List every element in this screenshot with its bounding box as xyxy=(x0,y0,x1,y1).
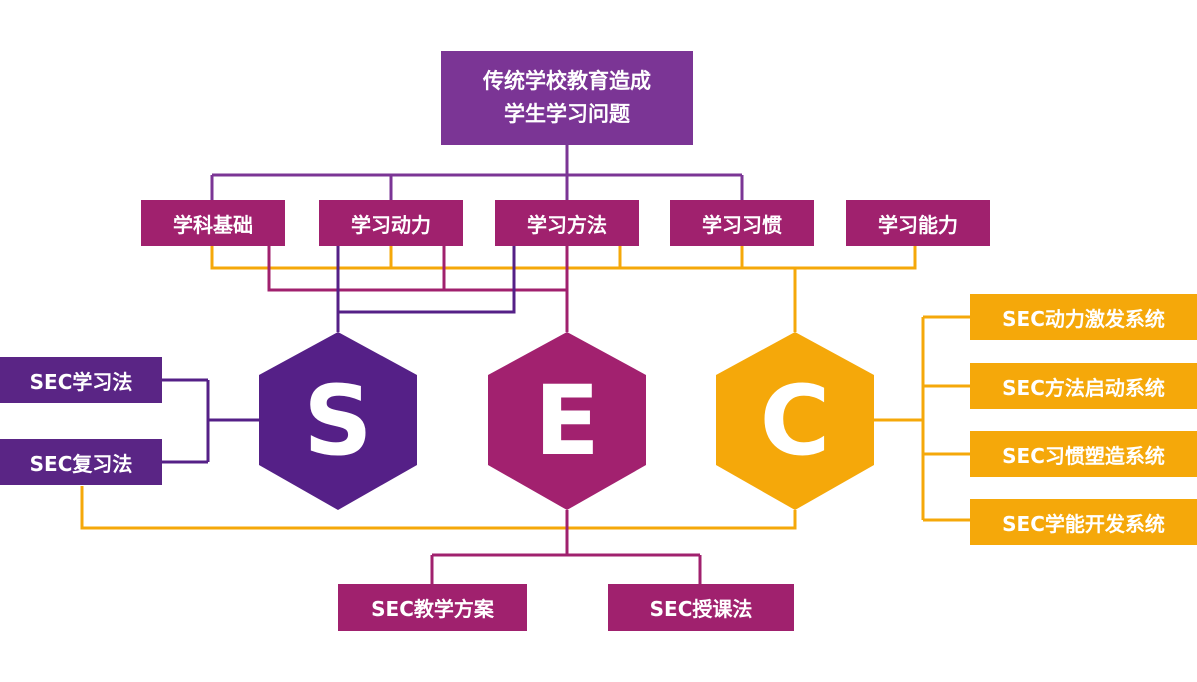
category-learning-ability: 学习能力 xyxy=(846,200,990,246)
category-subject-foundation: 学科基础 xyxy=(141,200,285,246)
magenta-connectors xyxy=(267,246,702,584)
root-problem-line1: 传统学校教育造成 xyxy=(483,69,651,93)
bottom-teaching-plan: SEC教学方案 xyxy=(338,584,527,631)
category-learning-habit: 学习习惯 xyxy=(670,200,814,246)
root-problem-line2: 学生学习问题 xyxy=(504,102,630,126)
orange-connectors xyxy=(80,246,970,530)
violet-connectors xyxy=(162,246,516,464)
hexagon-c xyxy=(716,332,874,510)
category-learning-motivation: 学习动力 xyxy=(319,200,463,246)
hexagon-s xyxy=(259,332,417,510)
system-habit: SEC习惯塑造系统 xyxy=(970,431,1197,477)
system-method: SEC方法启动系统 xyxy=(970,363,1197,409)
top-connectors xyxy=(210,145,744,200)
category-learning-method: 学习方法 xyxy=(495,200,639,246)
system-motivation: SEC动力激发系统 xyxy=(970,294,1197,340)
left-method-study: SEC学习法 xyxy=(0,357,162,403)
system-ability: SEC学能开发系统 xyxy=(970,499,1197,545)
hexagon-e xyxy=(488,332,646,510)
bottom-lecture-method: SEC授课法 xyxy=(608,584,794,631)
left-method-review: SEC复习法 xyxy=(0,439,162,485)
root-problem-box: 传统学校教育造成 学生学习问题 xyxy=(441,51,693,145)
